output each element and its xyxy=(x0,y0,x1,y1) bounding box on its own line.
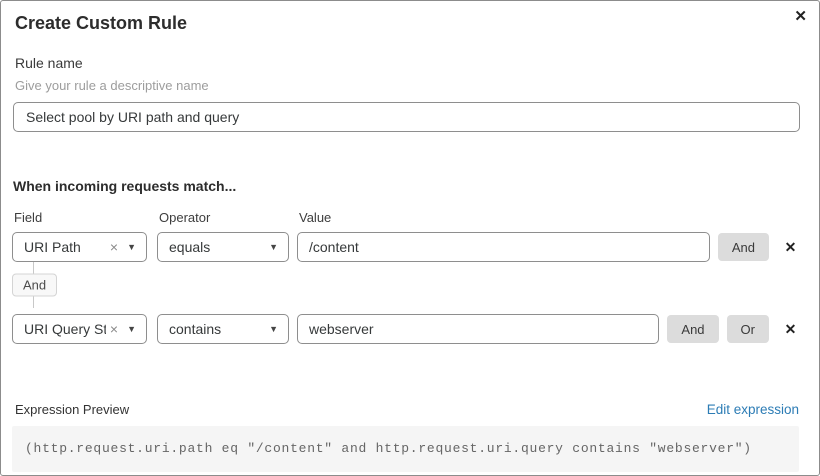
chevron-down-icon: ▼ xyxy=(127,241,136,252)
remove-condition-icon[interactable]: ✕ xyxy=(784,238,797,255)
operator-select-value: contains xyxy=(169,321,222,337)
or-button[interactable]: Or xyxy=(726,315,769,343)
edit-expression-link[interactable]: Edit expression xyxy=(706,402,799,417)
chevron-down-icon: ▼ xyxy=(269,241,278,252)
rule-name-hint: Give your rule a descriptive name xyxy=(15,78,209,93)
condition-connector: And xyxy=(12,262,799,308)
condition-column-labels: Field Operator Value xyxy=(12,210,799,225)
expression-code: (http.request.uri.path eq "/content" and… xyxy=(12,426,799,472)
clear-icon[interactable]: × xyxy=(109,321,119,337)
field-select-value: URI Path xyxy=(24,239,81,255)
value-input[interactable] xyxy=(297,314,660,344)
field-select[interactable]: URI Path × ▼ xyxy=(12,232,147,262)
rule-name-label: Rule name xyxy=(15,55,83,71)
clear-icon[interactable]: × xyxy=(109,239,119,255)
value-input[interactable] xyxy=(297,232,710,262)
chevron-down-icon: ▼ xyxy=(269,323,278,334)
chevron-down-icon: ▼ xyxy=(127,323,136,334)
condition-row: URI Query St... × ▼ contains ▼ And Or ✕ xyxy=(12,313,799,345)
connector-and-badge: And xyxy=(12,273,58,297)
remove-condition-icon[interactable]: ✕ xyxy=(784,320,797,337)
field-column-label: Field xyxy=(14,210,43,225)
operator-column-label: Operator xyxy=(159,210,211,225)
and-button[interactable]: And xyxy=(667,315,719,343)
rule-name-input[interactable] xyxy=(13,102,800,132)
expression-preview-label: Expression Preview xyxy=(15,402,130,417)
dialog-title: Create Custom Rule xyxy=(15,13,188,33)
operator-select[interactable]: contains ▼ xyxy=(157,314,289,344)
match-heading: When incoming requests match... xyxy=(13,178,237,194)
close-icon[interactable]: ✕ xyxy=(794,8,807,25)
field-select[interactable]: URI Query St... × ▼ xyxy=(12,314,147,344)
operator-select-value: equals xyxy=(169,239,211,255)
field-select-value: URI Query St... xyxy=(24,321,106,337)
expression-preview-section: Expression Preview Edit expression (http… xyxy=(12,402,799,472)
operator-select[interactable]: equals ▼ xyxy=(157,232,289,262)
and-button[interactable]: And xyxy=(717,233,769,261)
rule-name-section: Rule name Give your rule a descriptive n… xyxy=(13,55,800,132)
condition-row: URI Path × ▼ equals ▼ And ✕ xyxy=(12,231,799,263)
value-column-label: Value xyxy=(299,210,332,225)
